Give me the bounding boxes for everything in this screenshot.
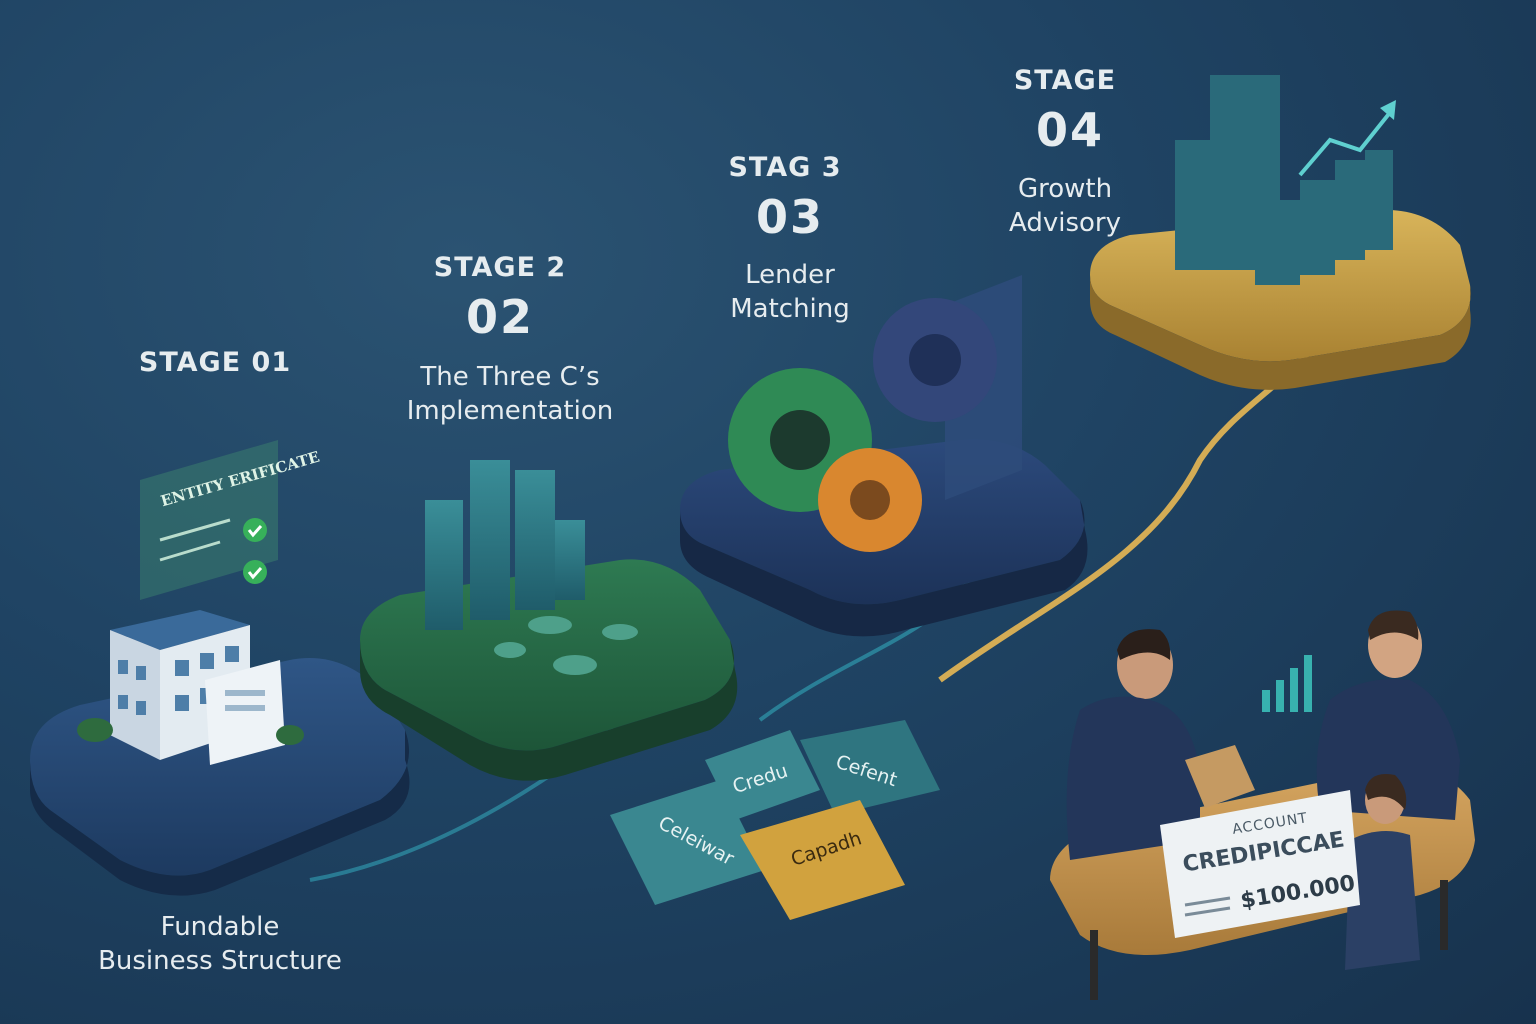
person-left — [1066, 629, 1200, 860]
stage3-name-line2: Matching — [730, 294, 850, 324]
stage2-name-line1: The Three C’s — [420, 362, 600, 392]
stage2-platform — [360, 460, 738, 781]
stage4-number: 04 — [1035, 103, 1104, 157]
stage1-platform — [30, 610, 410, 896]
puzzle-piece-capadh — [740, 800, 905, 920]
stage3-platform — [680, 275, 1088, 637]
stage2-title: STAGE 2 — [433, 252, 567, 283]
stage2-name: The Three C’s Implementation — [380, 360, 640, 428]
skyscraper-icon — [1175, 75, 1393, 285]
person-right — [1316, 610, 1460, 820]
stage4-platform — [1090, 75, 1471, 390]
check-icon — [243, 560, 267, 584]
puzzle-piece-credu — [705, 730, 820, 820]
stage3-name-line1: Lender — [745, 260, 835, 290]
stage1-name-line2: Business Structure — [98, 946, 342, 976]
person-seated — [1345, 774, 1420, 970]
stage1-title: STAGE 01 — [138, 347, 292, 378]
stage1-name: Fundable Business Structure — [60, 910, 380, 978]
holo-chart-icon — [1262, 655, 1312, 712]
check-icon — [243, 518, 267, 542]
stage1-name-line1: Fundable — [160, 912, 280, 942]
puzzle-piece-celeiwar — [610, 780, 765, 905]
trend-arrow-icon — [1298, 108, 1394, 177]
stage3-title: STAG 3 — [728, 152, 842, 183]
puzzle-three-cs — [610, 720, 940, 920]
stage3-name: Lender Matching — [700, 258, 880, 326]
stage4-name-line1: Growth — [1017, 174, 1113, 204]
bar-chart-icon — [425, 460, 585, 630]
stage3-number: 03 — [755, 190, 824, 244]
gear-icon — [728, 298, 997, 552]
building-icon — [77, 610, 304, 765]
certificate-card — [140, 440, 278, 600]
stage4-name-line2: Advisory — [1009, 208, 1121, 238]
stage2-name-line2: Implementation — [406, 396, 614, 426]
stage4-title: STAGE — [1013, 65, 1117, 96]
stage4-name: Growth Advisory — [980, 172, 1150, 240]
meeting-scene — [1050, 610, 1475, 1000]
puzzle-piece-cefent — [800, 720, 940, 815]
stage2-number: 02 — [465, 290, 534, 344]
package-box — [1185, 745, 1255, 808]
